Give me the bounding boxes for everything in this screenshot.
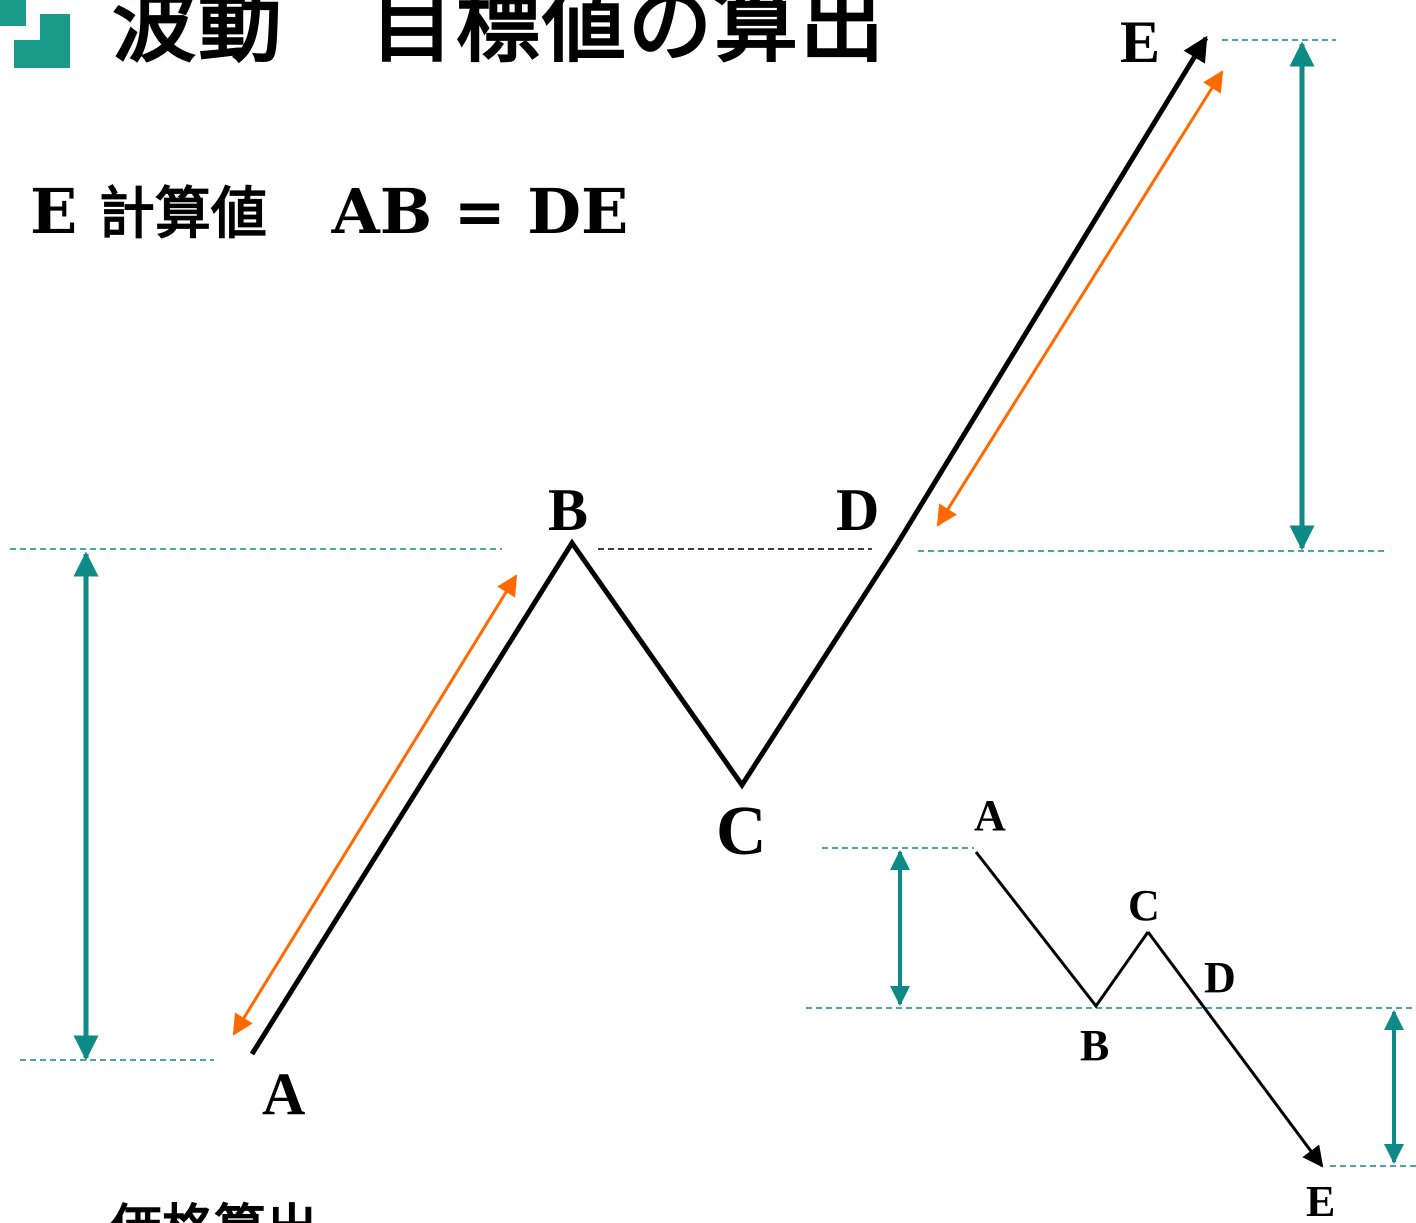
length-arrow-ab xyxy=(232,574,518,1036)
small-label-d: D xyxy=(1204,953,1236,1002)
formula-point: E xyxy=(30,175,78,248)
main-label-d: D xyxy=(836,477,879,543)
bottom-partial-heading: 価格算出 xyxy=(110,1200,318,1223)
formula: E 計算値 AB = DE xyxy=(30,172,628,252)
main-wave-a-b-c-d xyxy=(249,538,899,1056)
small-wave-c-e-arrow xyxy=(1146,931,1324,1168)
small-label-c: C xyxy=(1128,881,1160,930)
main-wave-d-e-arrow xyxy=(893,35,1209,548)
slide-title: 波動 目標値の算出 xyxy=(112,0,887,74)
main-label-b: B xyxy=(548,477,588,543)
small-wave-a-b-c xyxy=(974,851,1150,1009)
main-label-e: E xyxy=(1120,9,1160,75)
small-label-e: E xyxy=(1306,1177,1335,1223)
formula-label: 計算値 xyxy=(98,182,267,247)
length-arrow-de xyxy=(936,70,1224,527)
small-label-b: B xyxy=(1080,1021,1109,1070)
small-label-a: A xyxy=(974,791,1006,840)
bullet-square-small xyxy=(0,0,26,26)
bullet-square-horizontal xyxy=(14,40,70,68)
main-label-a: A xyxy=(262,1061,305,1127)
main-label-c: C xyxy=(716,793,767,870)
formula-equation: AB = DE xyxy=(331,175,629,248)
